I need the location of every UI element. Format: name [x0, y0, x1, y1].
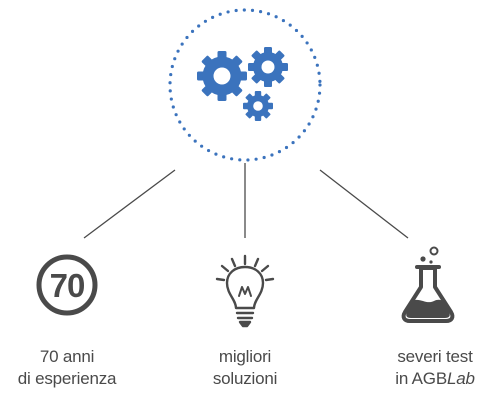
feature-solutions-caption: migliori soluzioni	[165, 346, 325, 390]
feature-testing-line1: severi test	[397, 347, 473, 366]
70-badge-icon: 70	[36, 254, 98, 316]
lightbulb-icon	[215, 254, 275, 328]
feature-solutions-line1: migliori	[218, 347, 272, 366]
feature-experience-caption: 70 anni di esperienza	[0, 346, 147, 390]
gears-icon	[197, 47, 288, 121]
connector-left	[83, 169, 176, 239]
feature-testing-line2: in AGBLab	[355, 368, 481, 390]
connector-lines	[83, 163, 409, 239]
feature-testing-caption: severi test in AGBLab	[355, 346, 481, 390]
flask-icon	[401, 246, 455, 323]
connector-right	[319, 169, 409, 239]
feature-solutions-line2: soluzioni	[212, 369, 278, 388]
feature-experience-line2: di esperienza	[17, 369, 117, 388]
feature-experience-line1: 70 anni	[39, 347, 95, 366]
feature-testing-line2-italic: Lab	[446, 369, 475, 388]
feature-testing-line2-prefix: in AGB	[395, 369, 447, 388]
badge-text: 70	[50, 267, 85, 304]
hub-dotted-ring	[168, 8, 322, 162]
